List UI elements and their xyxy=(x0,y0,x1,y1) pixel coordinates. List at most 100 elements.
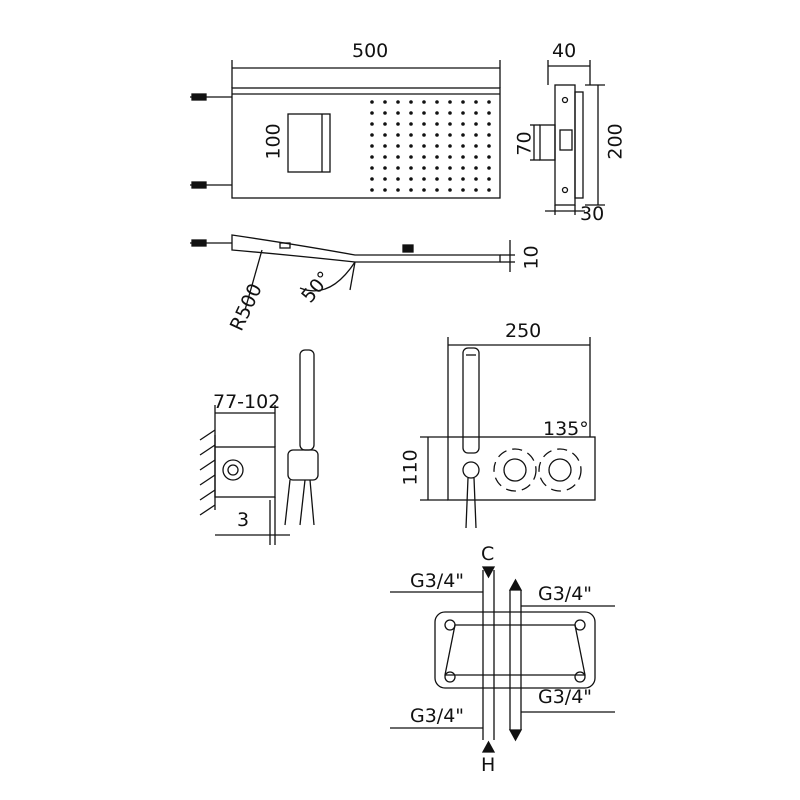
nozzle-dot xyxy=(396,100,400,104)
nozzle-dot xyxy=(448,100,452,104)
thread-bottom-right: G3/4" xyxy=(538,686,593,708)
nozzle-dot xyxy=(448,166,452,170)
nozzle-dot xyxy=(487,122,491,126)
nozzle-dot xyxy=(487,166,491,170)
nozzle-dot xyxy=(383,155,387,159)
nozzle-dot xyxy=(370,122,374,126)
connection-plate-view xyxy=(390,566,615,753)
nozzle-dot xyxy=(474,166,478,170)
nozzle-dot xyxy=(448,155,452,159)
nozzle-dot xyxy=(383,144,387,148)
shower-head-side-view xyxy=(530,60,605,215)
thread-bottom-left: G3/4" xyxy=(410,705,465,727)
nozzle-dot xyxy=(448,188,452,192)
shower-head-top-view xyxy=(190,60,501,199)
nozzle-dot xyxy=(435,133,439,137)
nozzle-dot xyxy=(487,111,491,115)
cold-label: C xyxy=(481,543,495,565)
nozzle-dot xyxy=(435,111,439,115)
waterfall-outlet xyxy=(287,113,331,173)
nozzle-dot xyxy=(474,177,478,181)
nozzle-dot xyxy=(422,133,426,137)
nozzle-dot xyxy=(487,144,491,148)
nozzle-dot xyxy=(370,133,374,137)
nozzle-dot xyxy=(422,100,426,104)
nozzle-dot xyxy=(461,133,465,137)
rotation-angle: 135° xyxy=(543,418,589,440)
thread-top-left: G3/4" xyxy=(410,570,465,592)
nozzle-dot xyxy=(396,111,400,115)
nozzle-dot xyxy=(474,188,478,192)
nozzle-dot xyxy=(370,155,374,159)
width-dimension-500: 500 xyxy=(352,40,389,62)
nozzle-dot xyxy=(474,133,478,137)
nozzle-dot xyxy=(448,177,452,181)
nozzle-dot xyxy=(396,133,400,137)
nozzle-dot xyxy=(422,111,426,115)
nozzle-dot xyxy=(370,188,374,192)
nozzle-dot xyxy=(461,188,465,192)
nozzle-dot xyxy=(396,122,400,126)
nozzle-dot xyxy=(409,133,413,137)
nozzle-grid xyxy=(370,100,491,192)
height-dimension: 200 xyxy=(604,123,627,160)
nozzle-dot xyxy=(487,133,491,137)
nozzle-dot xyxy=(448,144,452,148)
nozzle-dot xyxy=(383,188,387,192)
mixer-side-view xyxy=(199,349,319,545)
thickness-dimension: 10 xyxy=(520,245,543,270)
nozzle-dot xyxy=(409,144,413,148)
nozzle-dot xyxy=(370,166,374,170)
hot-label: H xyxy=(481,754,496,776)
bracket-dimension: 70 xyxy=(513,131,536,156)
outlet-height-dimension: 100 xyxy=(262,123,285,160)
nozzle-dot xyxy=(370,144,374,148)
nozzle-dot xyxy=(461,155,465,159)
nozzle-dot xyxy=(370,177,374,181)
mixer-front-view xyxy=(420,337,596,529)
nozzle-dot xyxy=(435,144,439,148)
depth-dimension: 40 xyxy=(552,40,577,62)
nozzle-dot xyxy=(435,166,439,170)
nozzle-dot xyxy=(435,177,439,181)
nozzle-dot xyxy=(370,111,374,115)
nozzle-dot xyxy=(409,122,413,126)
nozzle-dot xyxy=(422,177,426,181)
nozzle-dot xyxy=(435,188,439,192)
bottom-depth-dimension: 30 xyxy=(580,203,605,225)
nozzle-dot xyxy=(487,177,491,181)
nozzle-dot xyxy=(383,122,387,126)
nozzle-dot xyxy=(422,144,426,148)
nozzle-dot xyxy=(383,133,387,137)
nozzle-dot xyxy=(422,122,426,126)
nozzle-dot xyxy=(474,122,478,126)
nozzle-dot xyxy=(370,100,374,104)
nozzle-dot xyxy=(396,166,400,170)
mixer-height-dimension: 110 xyxy=(399,449,422,486)
nozzle-dot xyxy=(487,188,491,192)
nozzle-dot xyxy=(461,177,465,181)
nozzle-dot xyxy=(435,100,439,104)
nozzle-dot xyxy=(409,166,413,170)
nozzle-dot xyxy=(396,144,400,148)
nozzle-dot xyxy=(383,111,387,115)
nozzle-dot xyxy=(383,100,387,104)
nozzle-dot xyxy=(487,155,491,159)
nozzle-dot xyxy=(396,177,400,181)
nozzle-dot xyxy=(409,111,413,115)
nozzle-dot xyxy=(409,100,413,104)
nozzle-dot xyxy=(474,144,478,148)
nozzle-dot xyxy=(461,111,465,115)
nozzle-dot xyxy=(487,100,491,104)
nozzle-dot xyxy=(461,100,465,104)
nozzle-dot xyxy=(474,111,478,115)
nozzle-dot xyxy=(396,188,400,192)
nozzle-dot xyxy=(409,177,413,181)
nozzle-dot xyxy=(474,155,478,159)
nozzle-dot xyxy=(435,155,439,159)
nozzle-dot xyxy=(461,144,465,148)
nozzle-dot xyxy=(435,122,439,126)
wall-depth-dimension: 77-102 xyxy=(213,391,281,413)
